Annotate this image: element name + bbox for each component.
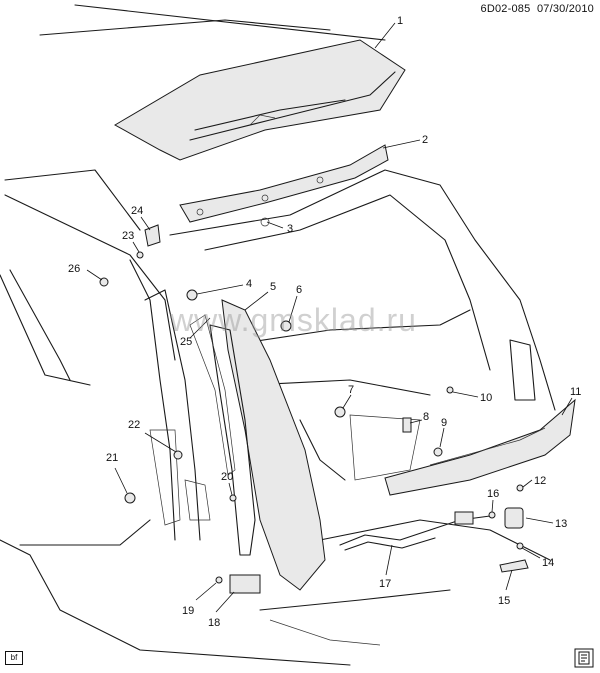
callout-label: 3 <box>287 223 293 235</box>
diagram-date: 07/30/2010 <box>536 3 594 15</box>
callout-label: 20 <box>221 471 233 483</box>
callout-label: 22 <box>128 419 140 431</box>
watermark-text: www.gmsklad.ru <box>170 302 417 338</box>
callout-label: 18 <box>208 617 220 629</box>
callout-label: 1 <box>397 15 403 27</box>
pillar-trim-panel <box>189 299 326 591</box>
leader-lines <box>86 22 573 613</box>
spoiler-assembly <box>113 39 406 161</box>
callout-label: 26 <box>68 263 80 275</box>
high-mount-stop-lamp <box>179 144 389 227</box>
callout-label: 24 <box>131 205 143 217</box>
vehicle-body-outline <box>0 4 556 666</box>
diagram-ref-code: 6D02-085 <box>480 3 531 15</box>
callout-label: 13 <box>555 518 567 530</box>
rear-applique <box>384 398 576 496</box>
callout-label: 9 <box>441 417 447 429</box>
callout-label: 16 <box>487 488 499 500</box>
callout-label: 21 <box>106 452 118 464</box>
callout-label: 2 <box>422 134 428 146</box>
callout-label: 25 <box>180 336 192 348</box>
wiring-harness <box>229 507 529 594</box>
callout-label: 11 <box>570 386 581 398</box>
fasteners <box>99 224 524 584</box>
callout-label: 15 <box>498 595 510 607</box>
book-icon <box>574 648 594 668</box>
callout-label: 6 <box>296 284 302 296</box>
corner-tag: bf <box>5 651 23 665</box>
callout-label: 8 <box>423 411 429 423</box>
callout-label: 4 <box>246 278 252 290</box>
callout-label: 14 <box>542 557 554 569</box>
callout-label: 12 <box>534 475 546 487</box>
callout-label: 17 <box>379 578 391 590</box>
callout-label: 5 <box>270 281 276 293</box>
diagram-reference-header: 6D02-085 07/30/2010 <box>481 3 595 15</box>
callout-label: 10 <box>480 392 492 404</box>
callout-labels: 1 2 3 4 5 6 7 8 9 10 11 12 13 14 15 16 1… <box>68 15 581 629</box>
callout-label: 19 <box>182 605 194 617</box>
callout-label: 23 <box>122 230 134 242</box>
callout-label: 7 <box>348 384 354 396</box>
